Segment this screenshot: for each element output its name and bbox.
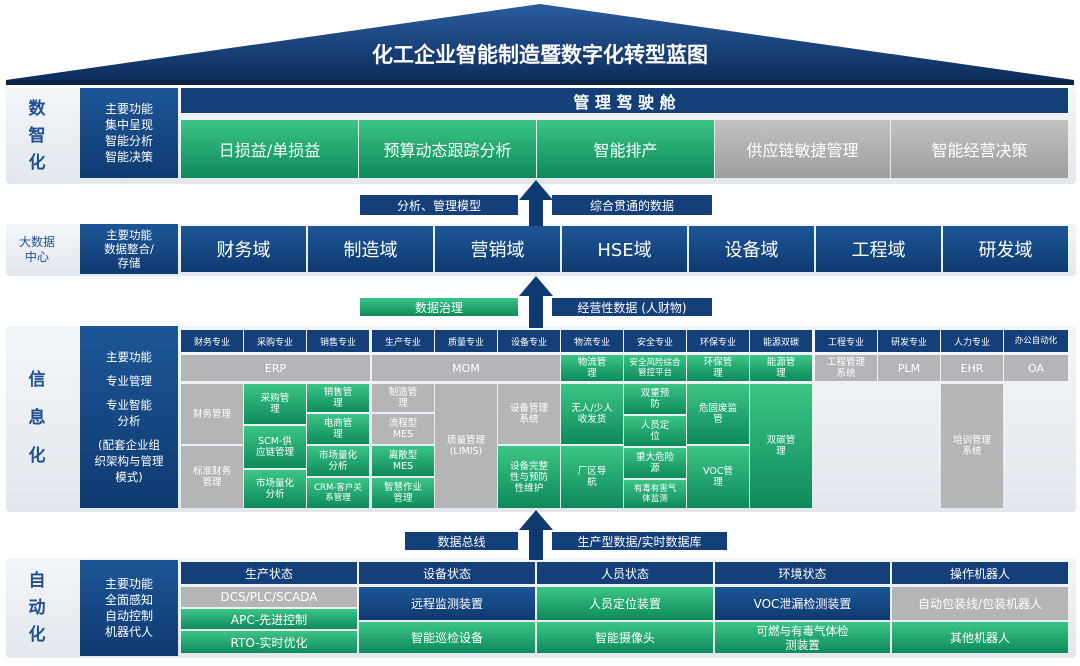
environmental-management[interactable]: 环保管理 bbox=[687, 355, 749, 381]
bigdata-function-box: 主要功能数据整合/存储 bbox=[80, 224, 178, 274]
toxic-gas-monitoring[interactable]: 有毒有害气体监测 bbox=[624, 480, 686, 508]
header-logistics: 物流专业 bbox=[561, 330, 623, 352]
header-quality: 质量专业 bbox=[435, 330, 497, 352]
engineering-management-system[interactable]: 工程管理系统 bbox=[815, 355, 877, 381]
bigdata-layer-label: 大数据中心 bbox=[18, 235, 55, 264]
header-environment-status: 环境状态 bbox=[715, 562, 890, 584]
energy-management[interactable]: 能源管理 bbox=[750, 355, 812, 381]
ehr-system[interactable]: EHR bbox=[941, 355, 1003, 381]
auto-packaging-robot[interactable]: 自动包装线/包装机器人 bbox=[892, 587, 1068, 620]
info-function-box: 主要功能 专业管理 专业智能 分析 (配套企业组 织架构与管理 模式) bbox=[80, 326, 178, 508]
domain-finance[interactable]: 财务域 bbox=[181, 226, 306, 272]
hazardous-waste-supervision[interactable]: 危固废监管 bbox=[687, 384, 749, 444]
header-rd: 研发专业 bbox=[878, 330, 940, 352]
page-title: 化工企业智能制造暨数字化转型蓝图 bbox=[372, 43, 708, 67]
automation-function-box: 主要功能全面感知自动控制机器代人 bbox=[80, 560, 178, 656]
domain-manufacturing[interactable]: 制造域 bbox=[308, 226, 433, 272]
sales-market-analysis[interactable]: 市场量化分析 bbox=[307, 446, 369, 476]
domain-engineering[interactable]: 工程域 bbox=[816, 226, 941, 272]
header-engineering: 工程专业 bbox=[815, 330, 877, 352]
purchase-management[interactable]: 采购管理 bbox=[244, 384, 306, 424]
oa-system[interactable]: OA bbox=[1004, 355, 1068, 381]
management-cockpit[interactable]: 管 理 驾 驶 舱 bbox=[181, 88, 1068, 113]
daily-profit-loss[interactable]: 日损益/单损益 bbox=[181, 120, 358, 178]
equipment-management-system[interactable]: 设备管理系统 bbox=[498, 384, 560, 444]
realtime-database-label: 生产型数据/实时数据库 bbox=[552, 532, 727, 550]
finance-management[interactable]: 财务管理 bbox=[181, 384, 243, 444]
operational-data-label: 经营性数据 (人财物) bbox=[552, 298, 712, 316]
purchase-market-analysis[interactable]: 市场量化分析 bbox=[244, 470, 306, 508]
ecommerce-management[interactable]: 电商管理 bbox=[307, 414, 369, 444]
personnel-positioning-device[interactable]: 人员定位装置 bbox=[537, 587, 713, 620]
roof bbox=[6, 4, 1074, 85]
manufacturing-management[interactable]: 制造管理 bbox=[372, 384, 434, 412]
data-governance-label: 数据治理 bbox=[360, 298, 518, 316]
plant-navigation[interactable]: 厂区导航 bbox=[561, 446, 623, 508]
header-energy: 能源双碳 bbox=[750, 330, 812, 352]
gas-detection-device[interactable]: 可燃与有毒气体检测装置 bbox=[715, 622, 890, 653]
smart-decision[interactable]: 智能经营决策 bbox=[891, 120, 1068, 178]
header-safety: 安全专业 bbox=[624, 330, 686, 352]
apc-advanced-control[interactable]: APC-先进控制 bbox=[181, 609, 357, 629]
supply-chain-mgmt[interactable]: 供应链敏捷管理 bbox=[715, 120, 890, 178]
plm-system[interactable]: PLM bbox=[878, 355, 940, 381]
header-personnel-status: 人员状态 bbox=[537, 562, 713, 584]
smart-scheduling[interactable]: 智能排产 bbox=[537, 120, 714, 178]
domain-equipment[interactable]: 设备域 bbox=[689, 226, 814, 272]
voc-management[interactable]: VOC管理 bbox=[687, 446, 749, 508]
other-robots[interactable]: 其他机器人 bbox=[892, 622, 1068, 653]
budget-tracking[interactable]: 预算动态跟踪分析 bbox=[359, 120, 536, 178]
integrated-data-label: 综合贯通的数据 bbox=[552, 195, 712, 215]
equipment-integrity-maintenance[interactable]: 设备完整性与预防性维护 bbox=[498, 446, 560, 508]
smart-inspection-device[interactable]: 智能巡检设备 bbox=[359, 622, 535, 653]
up-arrow-icon bbox=[519, 180, 553, 226]
up-arrow-icon bbox=[519, 276, 553, 328]
personnel-positioning[interactable]: 人员定位 bbox=[624, 416, 686, 446]
digital-function-box: 主要功能集中呈现智能分析智能决策 bbox=[80, 88, 178, 178]
header-office: 办公自动化 bbox=[1004, 330, 1068, 352]
rto-realtime-optimization[interactable]: RTO-实时优化 bbox=[181, 631, 357, 653]
header-hr: 人力专业 bbox=[941, 330, 1003, 352]
unmanned-receiving[interactable]: 无人/少人收发货 bbox=[561, 384, 623, 444]
mom-bar[interactable]: MOM bbox=[372, 355, 560, 381]
info-layer-label: 信息化 bbox=[28, 370, 46, 466]
smart-operation-mgmt[interactable]: 智慧作业管理 bbox=[372, 478, 434, 508]
discrete-mes[interactable]: 离散型MES bbox=[372, 446, 434, 476]
carbon-management[interactable]: 双碳管理 bbox=[750, 384, 812, 508]
header-equipment-status: 设备状态 bbox=[359, 562, 535, 584]
dual-prevention[interactable]: 双重预防 bbox=[624, 384, 686, 414]
header-production: 生产专业 bbox=[372, 330, 434, 352]
automation-layer-label: 自动化 bbox=[28, 570, 46, 645]
header-operating-robots: 操作机器人 bbox=[892, 562, 1068, 584]
smart-camera[interactable]: 智能摄像头 bbox=[537, 622, 713, 653]
header-equipment: 设备专业 bbox=[498, 330, 560, 352]
header-sales: 销售专业 bbox=[307, 330, 369, 352]
header-purchase: 采购专业 bbox=[244, 330, 306, 352]
voc-leak-detection[interactable]: VOC泄漏检测装置 bbox=[715, 587, 890, 620]
erp-bar[interactable]: ERP bbox=[181, 355, 370, 381]
data-bus-label: 数据总线 bbox=[405, 532, 518, 550]
crm-management[interactable]: CRM-客户关系管理 bbox=[307, 478, 369, 508]
header-finance: 财务专业 bbox=[181, 330, 243, 352]
up-arrow-icon bbox=[519, 510, 553, 560]
analysis-model-label: 分析、管理模型 bbox=[360, 195, 518, 215]
safety-risk-platform[interactable]: 安全风险综合管控平台 bbox=[624, 355, 686, 381]
domain-marketing[interactable]: 营销域 bbox=[435, 226, 560, 272]
process-mes[interactable]: 流程型MES bbox=[372, 414, 434, 444]
logistics-management[interactable]: 物流管理 bbox=[561, 355, 623, 381]
digital-layer-label: 数智化 bbox=[28, 98, 46, 173]
sales-management[interactable]: 销售管理 bbox=[307, 384, 369, 412]
header-production-status: 生产状态 bbox=[181, 562, 357, 584]
standard-finance-management[interactable]: 标准财务管理 bbox=[181, 446, 243, 508]
scm-management[interactable]: SCM-供应链管理 bbox=[244, 426, 306, 468]
quality-management-limis[interactable]: 质量管理(LIMIS) bbox=[435, 384, 497, 508]
domain-hse[interactable]: HSE域 bbox=[562, 226, 687, 272]
dcs-plc-scada[interactable]: DCS/PLC/SCADA bbox=[181, 587, 357, 607]
header-environment: 环保专业 bbox=[687, 330, 749, 352]
remote-monitoring-device[interactable]: 远程监测装置 bbox=[359, 587, 535, 620]
domain-rd[interactable]: 研发域 bbox=[943, 226, 1068, 272]
major-hazard-source[interactable]: 重大危险源 bbox=[624, 448, 686, 478]
training-management-system[interactable]: 培训管理系统 bbox=[941, 384, 1003, 508]
